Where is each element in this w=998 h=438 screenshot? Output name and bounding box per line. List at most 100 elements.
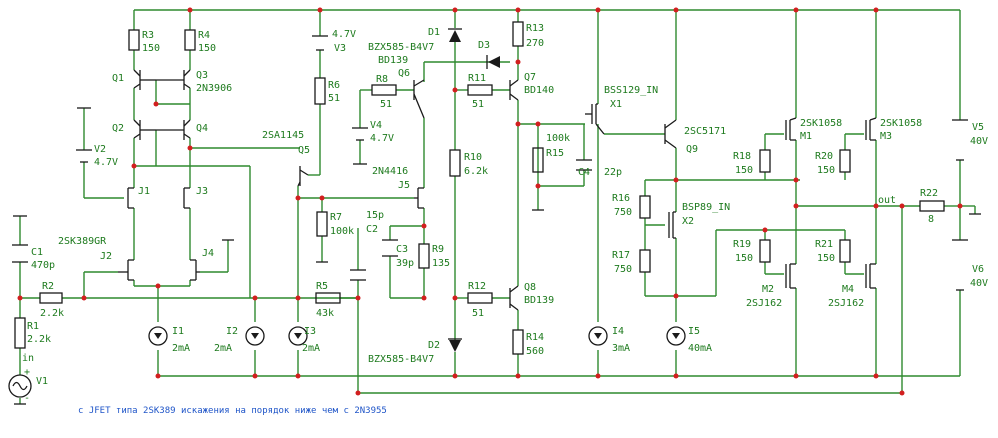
capacitor-c2	[350, 269, 366, 281]
label-ref-q9: Q9	[686, 144, 698, 155]
label-value-r15: 100k	[546, 133, 570, 144]
label-ref-r12: R12	[468, 281, 486, 292]
label-value-d2: BZX585-B4V7	[368, 354, 434, 365]
resistor-r10	[449, 149, 461, 177]
resistor-r18	[759, 149, 771, 173]
label-ref-v6: V6	[972, 264, 984, 275]
label-ref-x2: X2	[682, 216, 694, 227]
label-value-r22: 8	[928, 214, 934, 225]
label-ref-i5: I5	[688, 326, 700, 337]
resistor-r14	[512, 329, 524, 355]
label-value-r12: 51	[472, 308, 484, 319]
label-value-i2: 2mA	[214, 343, 232, 354]
label-value-r7: 100k	[330, 226, 354, 237]
capacitor-c4	[576, 159, 592, 171]
label-ref-i1: I1	[172, 326, 184, 337]
label-ref-r1: R1	[27, 321, 39, 332]
resistor-r22	[919, 200, 945, 212]
resistor-r8	[371, 84, 397, 96]
label-ref-c3: C3	[396, 244, 408, 255]
resistor-r1	[14, 317, 26, 349]
current-sources	[148, 326, 686, 346]
label-ref-q3: Q3	[196, 70, 208, 81]
resistors	[14, 21, 945, 355]
label-ref-v3: V3	[334, 43, 346, 54]
bjt-q4	[156, 119, 191, 140]
label-ref-q1: Q1	[112, 73, 124, 84]
battery-v3	[312, 35, 328, 51]
capacitor-c3	[382, 239, 398, 257]
label-value-r21: 150	[817, 253, 835, 264]
label-ref-j4: J4	[202, 248, 214, 259]
label-value-r8: 51	[380, 99, 392, 110]
label-value-c2: 15p	[366, 210, 384, 221]
battery-v6	[952, 239, 968, 291]
label-ref-r6: R6	[328, 80, 340, 91]
label-ref-i4: I4	[612, 326, 624, 337]
current-source-i2	[245, 326, 265, 346]
label-ref-r4: R4	[198, 30, 210, 41]
jfet-j1	[127, 187, 134, 209]
resistor-r21	[839, 239, 851, 263]
label-value-m3: 2SK1058	[880, 118, 922, 129]
label-ref-x1: X1	[610, 99, 622, 110]
jfet-j2	[118, 259, 134, 281]
bjt-q5	[297, 166, 309, 187]
resistor-r20	[839, 149, 851, 173]
resistor-r5	[315, 292, 341, 304]
label-ref-j1: J1	[138, 186, 150, 197]
resistor-r3	[128, 29, 140, 51]
mosfet-m3	[865, 117, 877, 141]
label-value-r4: 150	[198, 43, 216, 54]
label-ref-q7: Q7	[524, 72, 536, 83]
label-ref-r3: R3	[142, 30, 154, 41]
label-value-d1: BZX585-B4V7	[368, 42, 434, 53]
jfet-j4	[190, 259, 200, 281]
current-source-i3	[288, 326, 308, 346]
label-value-m2: 2SJ162	[746, 298, 782, 309]
label-value-r6: 51	[328, 93, 340, 104]
jfet-j3	[183, 187, 190, 209]
battery-v2	[76, 107, 92, 163]
label-value-c1: 470p	[31, 260, 55, 271]
resistor-r16	[639, 195, 651, 219]
bjt-q3	[156, 69, 191, 90]
label-ref-r8: R8	[376, 74, 388, 85]
mosfet-x2	[668, 211, 676, 239]
resistor-r11	[467, 84, 493, 96]
bjt-transistors	[133, 69, 677, 311]
label-value-v5: 40V	[970, 136, 988, 147]
label-ref-m4: M4	[842, 284, 854, 295]
label-value-j2: 2SK389GR	[58, 236, 107, 247]
label-ref-d2: D2	[428, 340, 440, 351]
bjt-q1	[133, 69, 156, 90]
label-ref-r19: R19	[733, 239, 751, 250]
component-labels: R3 150 R4 150 R6 51 R8 51 R11 51 R13 270…	[22, 23, 988, 404]
label-value-v2: 4.7V	[94, 157, 118, 168]
label-ref-c4: C4	[578, 167, 590, 178]
label-ref-r13: R13	[526, 23, 544, 34]
wires	[19, 9, 976, 404]
label-ref-r9: R9	[432, 244, 444, 255]
current-source-i5	[666, 326, 686, 346]
label-value-i5: 40mA	[688, 343, 712, 354]
capacitors	[12, 159, 592, 281]
label-ref-r17: R17	[612, 250, 630, 261]
label-value-q3: 2N3906	[196, 83, 232, 94]
label-ref-r11: R11	[468, 73, 486, 84]
label-ref-r15: R15	[546, 148, 564, 159]
voltage-sources	[8, 35, 968, 405]
resistor-r6	[314, 77, 326, 105]
label-value-r3: 150	[142, 43, 160, 54]
label-ref-r22: R22	[920, 188, 938, 199]
label-value-q9: 2SC5171	[684, 126, 726, 137]
label-ref-m1: M1	[800, 131, 812, 142]
label-value-c3: 39p	[396, 258, 414, 269]
label-value-r20: 150	[817, 165, 835, 176]
label-ref-j2: J2	[100, 251, 112, 262]
net-label-in: in	[22, 353, 34, 364]
label-ref-m3: M3	[880, 131, 892, 142]
bjt-q2	[133, 119, 156, 140]
label-value-r16: 750	[614, 207, 632, 218]
label-ref-r21: R21	[815, 239, 833, 250]
